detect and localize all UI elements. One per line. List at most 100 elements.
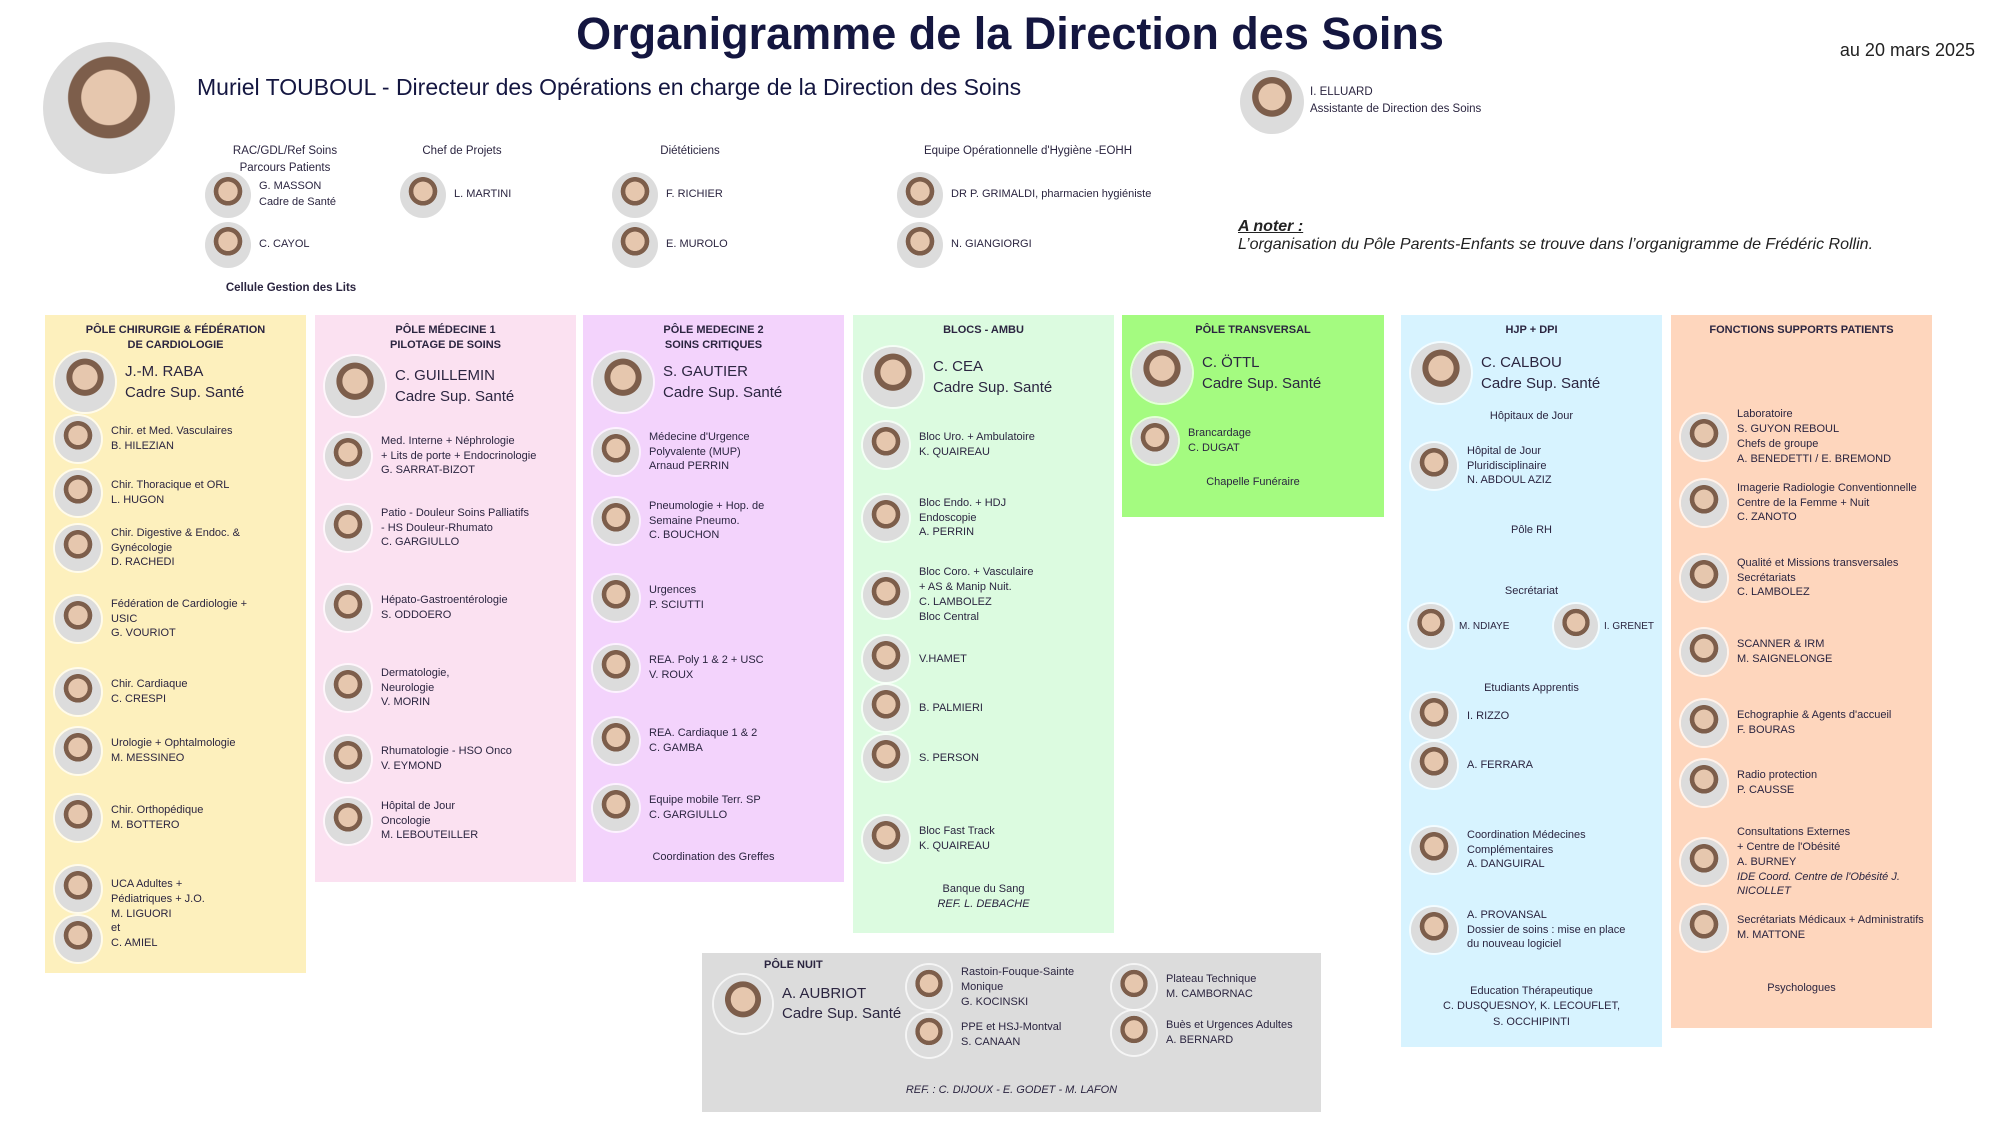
avatar — [1681, 480, 1727, 526]
text-line: Patio - Douleur Soins Palliatifs — [381, 506, 529, 519]
text-line: S. CANAAN — [961, 1036, 1021, 1048]
text-line: M. SAIGNELONGE — [1737, 653, 1833, 665]
text-block: F. RICHIER — [666, 187, 723, 203]
avatar — [325, 433, 371, 479]
text-line: Fédération de Cardiologie + — [111, 597, 248, 610]
text-line: Urologie + Ophtalmologie — [111, 737, 236, 750]
text-line: Chir. Digestive & Endoc. & — [111, 526, 241, 539]
section-label: Coordination des Greffes — [583, 850, 844, 865]
text-line: + AS & Manip Nuit. — [919, 580, 1012, 593]
avatar — [612, 222, 658, 268]
text-line: REA. Poly 1 & 2 + USC — [649, 654, 764, 667]
text-line: Cadre Sup. Santé — [1481, 375, 1601, 392]
section-label: Chapelle Funéraire — [1122, 475, 1384, 490]
text-line: Coordination Médecines — [1467, 828, 1586, 841]
text-line: C. BOUCHON — [649, 529, 720, 542]
text-line: C. ÖTTL — [1202, 354, 1260, 371]
text-line: Hôpital de Jour — [381, 799, 455, 812]
avatar — [1681, 413, 1727, 460]
text-line: G. SARRAT-BIZOT — [381, 464, 475, 477]
text-block: I. RIZZO — [1467, 709, 1509, 724]
text-line: Pédiatriques + J.O. — [111, 892, 205, 905]
avatar — [55, 866, 101, 912]
person-entry: B. PALMIERI — [863, 685, 1110, 731]
label-line: S. OCCHIPINTI — [1492, 1015, 1570, 1028]
text-line: Buès et Urgences Adultes — [1166, 1019, 1293, 1032]
avatar — [55, 352, 115, 412]
avatar — [863, 495, 909, 541]
person: C. CAYOL — [205, 222, 310, 268]
text-line: F. RICHIER — [666, 188, 723, 201]
title-line: HJP + DPI — [1505, 324, 1558, 336]
page-title: Organigramme de la Direction des Soins — [576, 8, 1444, 59]
avatar — [325, 585, 371, 631]
text-line: C. AMIEL — [111, 937, 158, 950]
label-line: Coordination des Greffes — [652, 851, 775, 863]
text-line: M. CAMBORNAC — [1166, 988, 1253, 1000]
text-line: du nouveau logiciel — [1467, 938, 1562, 951]
text-line: A. PROVANSAL — [1467, 908, 1547, 921]
text-line: - HS Douleur-Rhumato — [381, 521, 493, 534]
text-line: Plateau Technique — [1166, 973, 1257, 986]
avatar — [863, 735, 909, 781]
avatar — [714, 975, 772, 1033]
text-line: C. ZANOTO — [1737, 511, 1797, 524]
note-block: A noter : L’organisation du Pôle Parents… — [1238, 218, 1873, 254]
text-line: Centre de la Femme + Nuit — [1737, 496, 1870, 509]
date-label: au 20 mars 2025 — [1839, 40, 1975, 60]
text-line: Cadre Sup. Santé — [395, 388, 515, 405]
text-line: + Centre de l'Obésité — [1737, 840, 1841, 853]
director-avatar — [43, 42, 175, 174]
text-line: Arnaud PERRIN — [649, 460, 730, 473]
text-line: M. MESSINEO — [111, 752, 185, 764]
text-line: Pneumologie + Hop. de — [649, 499, 765, 512]
avatar — [863, 816, 909, 862]
text-line: L. MARTINI — [454, 188, 512, 201]
text-line: C. LAMBOLEZ — [1737, 586, 1810, 599]
pole-title: HJP + DPI — [1401, 323, 1662, 338]
person: M. NDIAYE — [1409, 604, 1509, 648]
avatar — [593, 785, 639, 831]
text-line: K. QUAIREAU — [919, 446, 990, 458]
avatar — [1132, 343, 1192, 403]
text-line: Chir. et Med. Vasculaires — [111, 425, 233, 438]
text-line: Brancardage — [1188, 427, 1251, 440]
text-line: Neurologie — [381, 681, 435, 694]
person: E. MUROLO — [612, 222, 728, 268]
text-line: Cadre Sup. Santé — [125, 384, 245, 401]
text-line: N. ABDOUL AZIZ — [1467, 474, 1552, 487]
person-name: M. NDIAYE — [1459, 620, 1510, 632]
title-line: Equipe Opérationnelle d'Hygiène -EOHH — [923, 145, 1133, 157]
avatar — [1132, 418, 1178, 464]
avatar — [1112, 1011, 1156, 1055]
avatar — [863, 636, 909, 682]
avatar — [325, 356, 385, 416]
text-line: Complémentaires — [1467, 843, 1554, 856]
text-line: Hôpital de Jour — [1467, 444, 1541, 457]
text-line: S. ODDOERO — [381, 609, 452, 621]
text-line: + Lits de porte + Endocrinologie — [381, 449, 537, 462]
